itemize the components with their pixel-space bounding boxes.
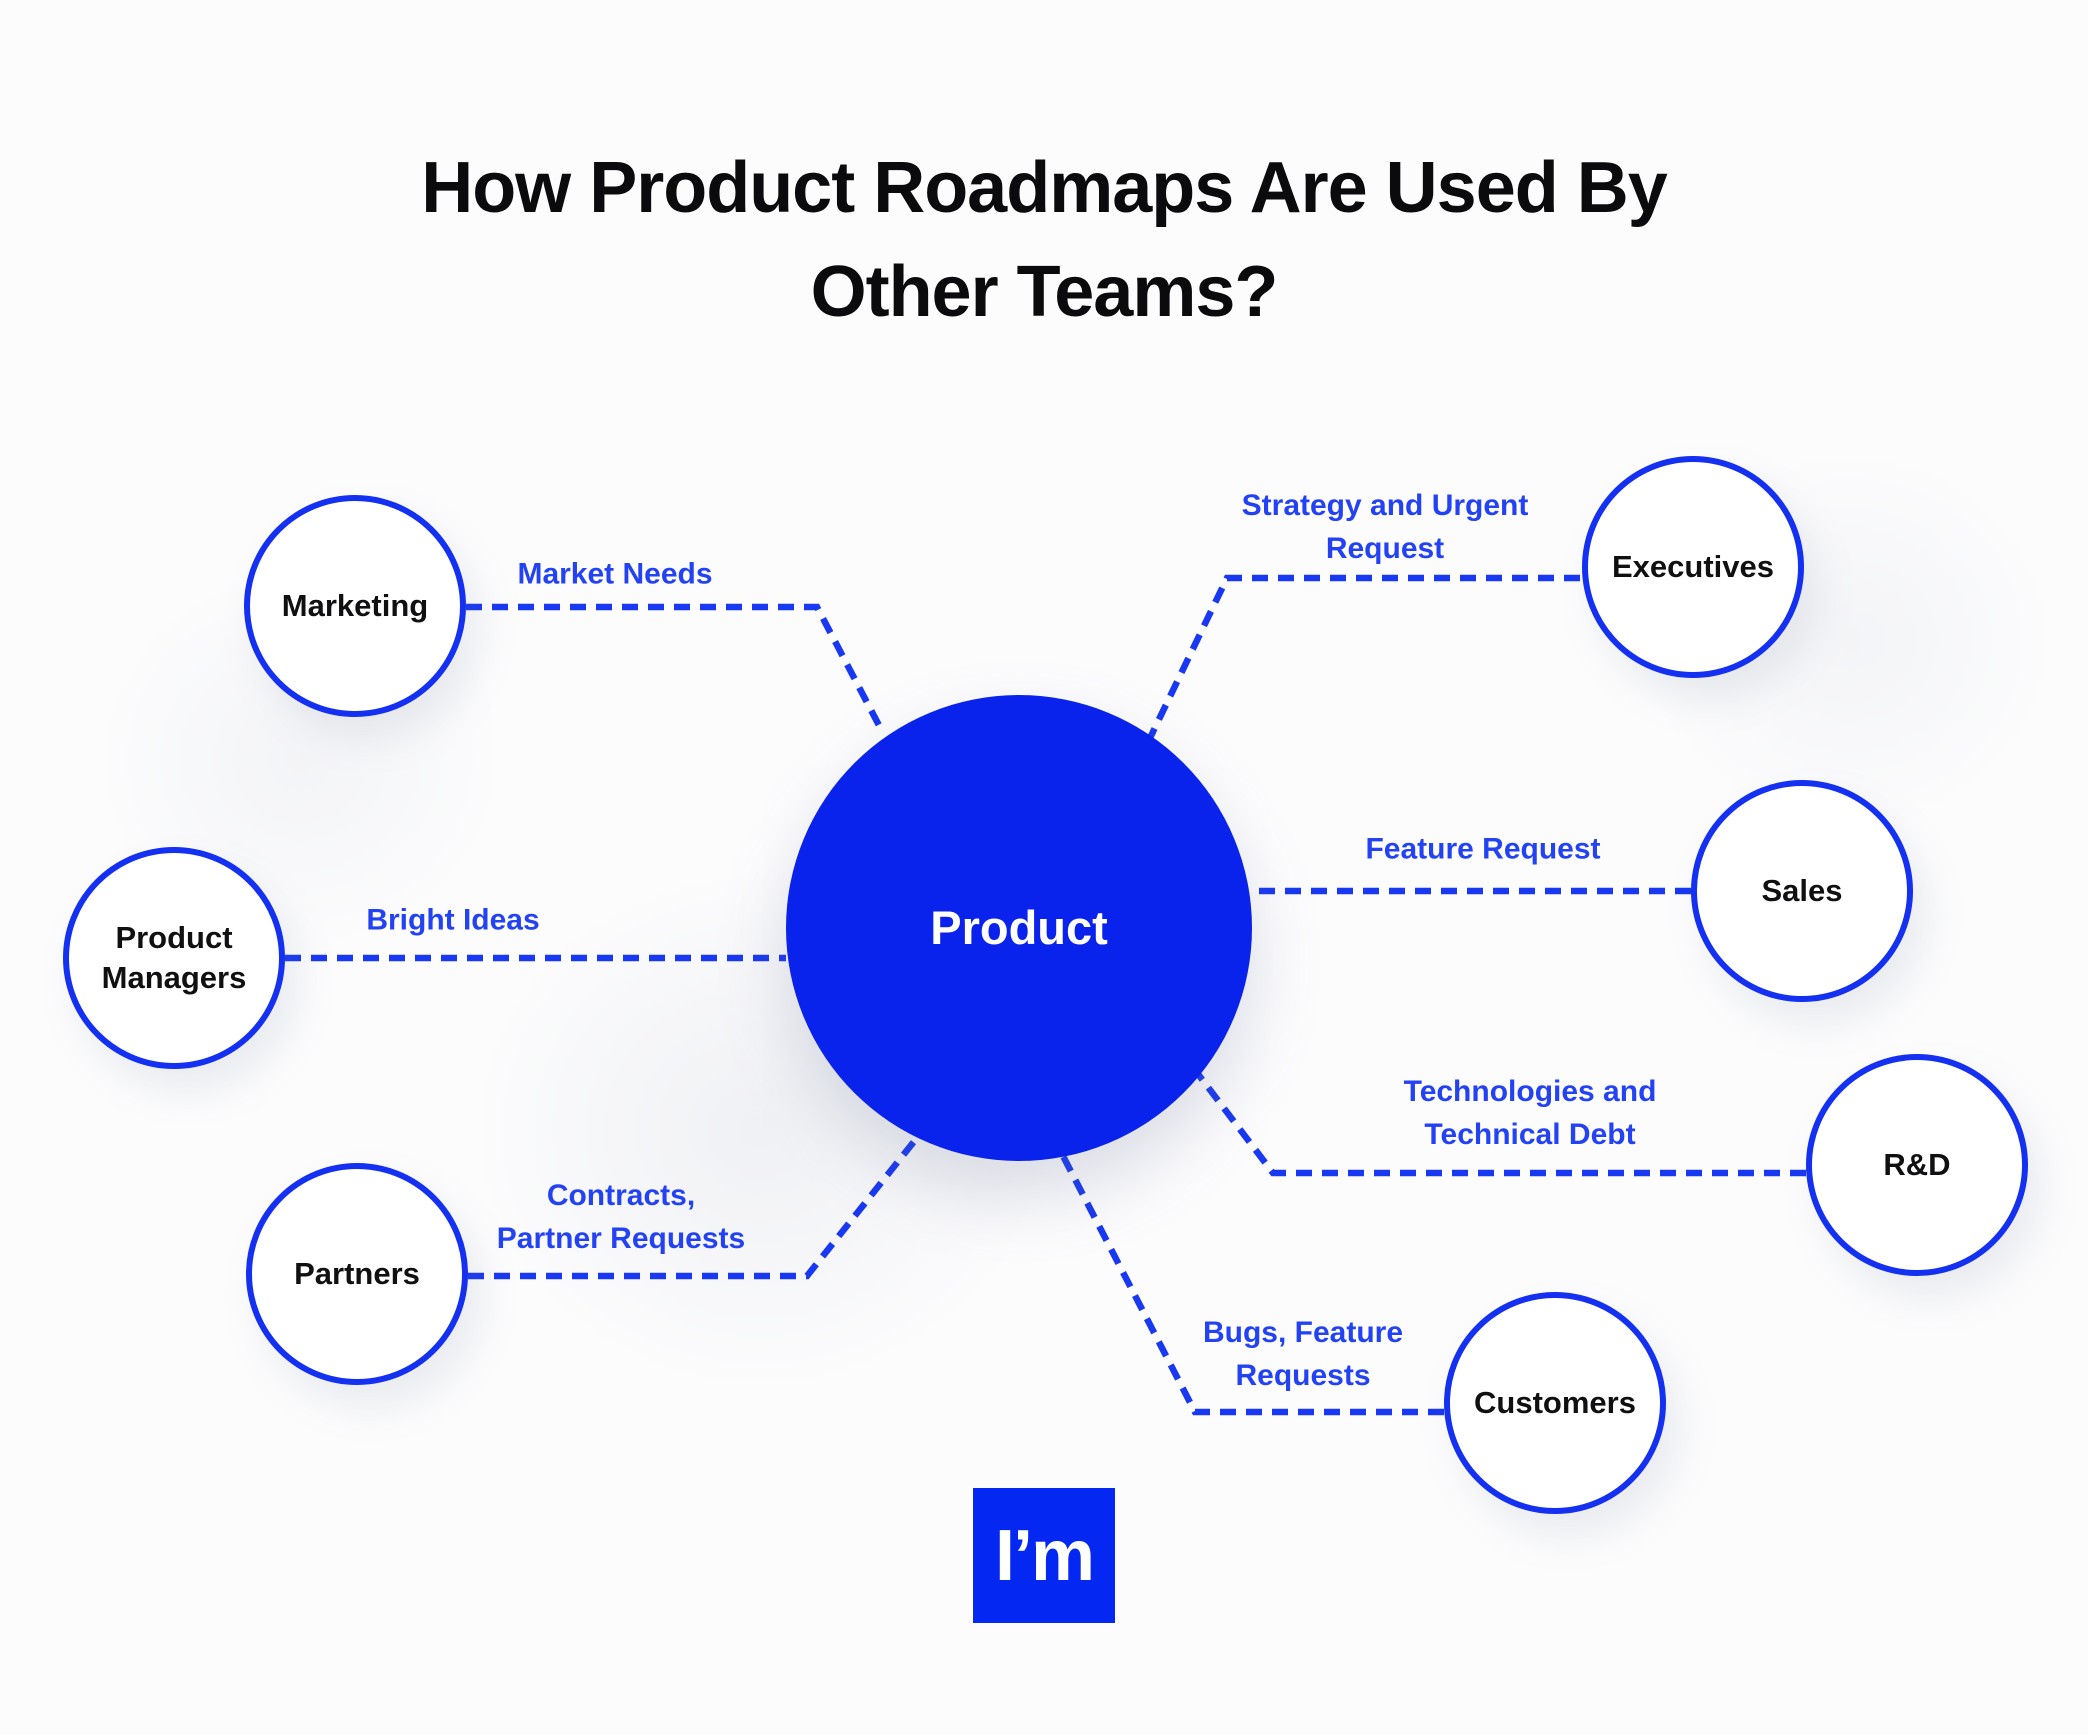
page-title: How Product Roadmaps Are Used By Other T… <box>0 136 2088 344</box>
contracts-text-line1: Contracts, <box>546 1179 696 1212</box>
node-sales-label: Sales <box>1761 873 1843 908</box>
brand-logo-text: I’m <box>994 1515 1095 1596</box>
market-needs-text: Market Needs <box>517 557 713 591</box>
node-executives-label: Executives <box>1612 549 1774 584</box>
brand-logo: I’m <box>973 1488 1115 1623</box>
technologies-text-line1: Technologies and <box>1403 1075 1657 1108</box>
node-product-managers-line1: Product <box>115 920 233 955</box>
node-customers-label: Customers <box>1474 1385 1636 1420</box>
node-executives: Executives <box>1582 456 1804 678</box>
feature-request-text: Feature Request <box>1365 832 1601 866</box>
bright-ideas-text: Bright Ideas <box>366 903 540 937</box>
node-partners-label: Partners <box>294 1256 420 1291</box>
page-title-line2: Other Teams? <box>810 252 1279 332</box>
bugs-text-line1: Bugs, Feature <box>1202 1316 1404 1349</box>
bugs-text-line2: Requests <box>1235 1359 1371 1392</box>
node-product: Product <box>786 695 1252 1161</box>
node-partners: Partners <box>246 1163 468 1385</box>
node-product-managers-line2: Managers <box>101 960 247 995</box>
connector-label-contracts: Contracts, Partner Requests <box>497 1174 745 1260</box>
node-marketing-label: Marketing <box>281 588 429 623</box>
contracts-text-line2: Partner Requests <box>496 1222 746 1255</box>
node-rnd-label: R&D <box>1883 1147 1951 1182</box>
strategy-text-line1: Strategy and Urgent <box>1241 489 1529 522</box>
connector-label-bright-ideas: Bright Ideas <box>366 899 539 942</box>
connector-label-technologies: Technologies and Technical Debt <box>1404 1070 1657 1156</box>
strategy-text-line2: Request <box>1325 532 1445 565</box>
node-marketing: Marketing <box>244 495 466 717</box>
connector-label-feature-request: Feature Request <box>1365 828 1600 871</box>
node-rnd: R&D <box>1806 1054 2028 1276</box>
node-customers: Customers <box>1444 1292 1666 1514</box>
connector-label-strategy: Strategy and Urgent Request <box>1242 484 1529 570</box>
connector-marketing <box>466 603 886 735</box>
connector-executives <box>1147 574 1580 740</box>
connector-label-market-needs: Market Needs <box>517 553 712 596</box>
node-product-managers: Product Managers <box>63 847 285 1069</box>
node-product-label: Product <box>930 901 1108 954</box>
connector-label-bugs: Bugs, Feature Requests <box>1203 1311 1403 1397</box>
technologies-text-line2: Technical Debt <box>1424 1118 1636 1151</box>
node-sales: Sales <box>1691 780 1913 1002</box>
page-title-line1: How Product Roadmaps Are Used By <box>421 148 1668 228</box>
